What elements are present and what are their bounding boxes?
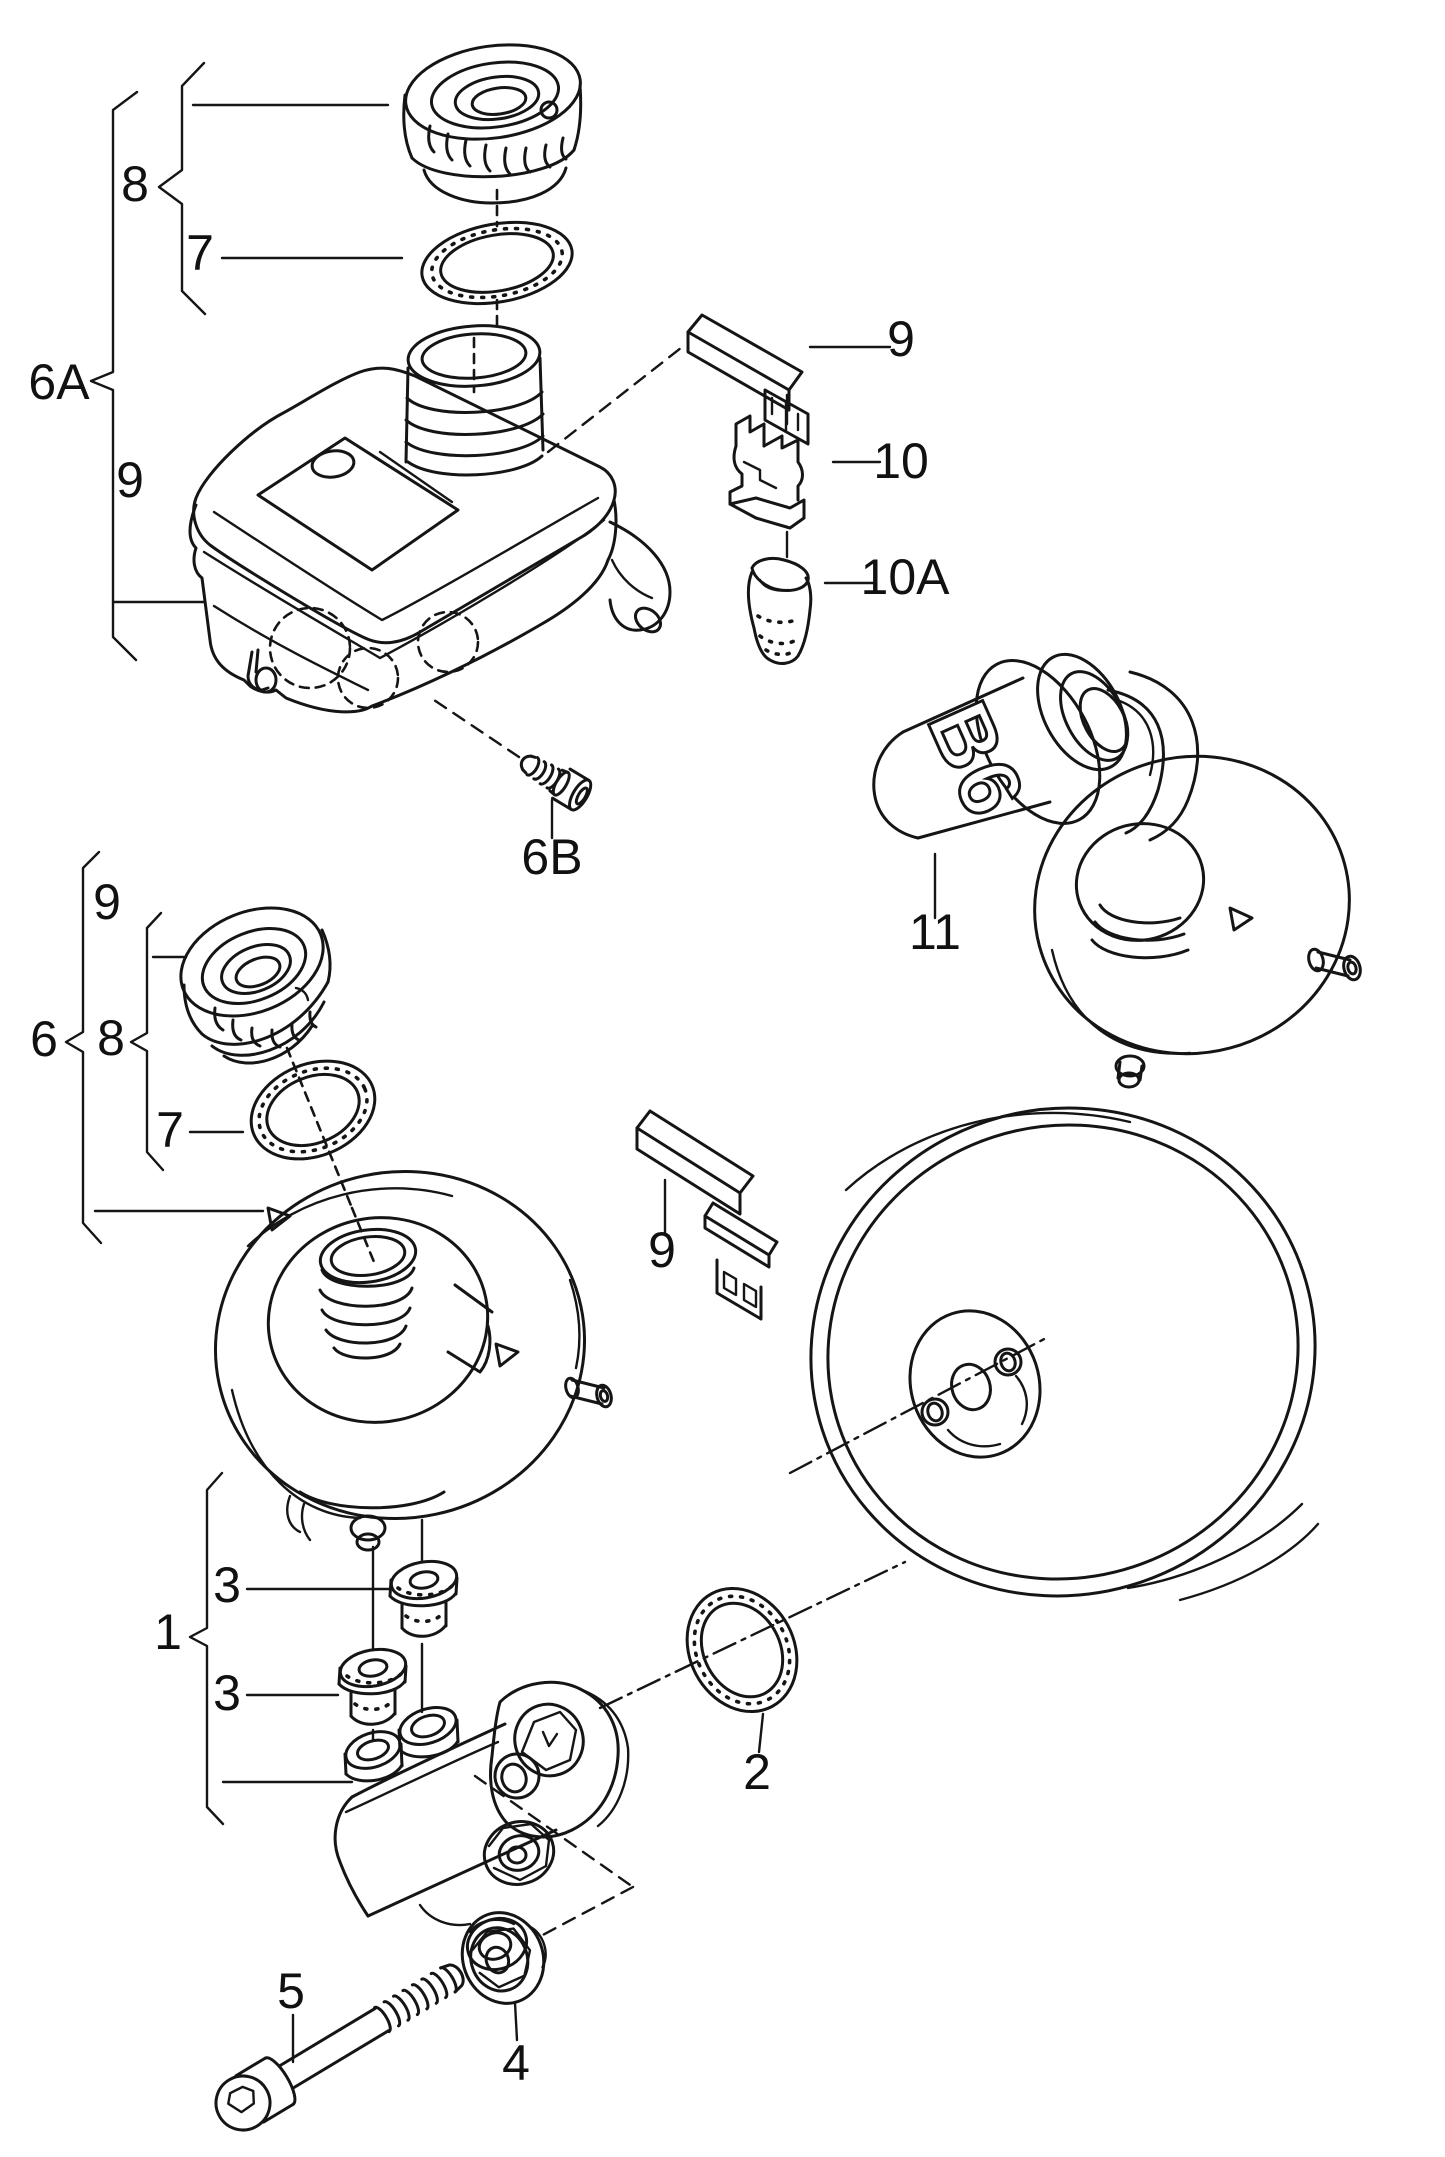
reservoir-cap-mid: [179, 906, 332, 1065]
callout-7-top[interactable]: 7: [186, 225, 214, 281]
callout-8-mid[interactable]: 8: [97, 1010, 125, 1066]
level-sensor-mid: [635, 1109, 779, 1321]
level-sensor-group: [546, 313, 892, 665]
callout-6b[interactable]: 6B: [521, 829, 582, 885]
callout-3-lower[interactable]: 3: [213, 1665, 241, 1721]
o-ring-seal-2: [685, 1586, 799, 1754]
callout-9-sensor[interactable]: 9: [887, 311, 915, 367]
brake-booster-disc: [788, 1106, 1320, 1602]
mounting-bolt-5: [214, 1963, 465, 2132]
reservoir-cap-top: [402, 43, 583, 205]
callout-6a[interactable]: 6A: [28, 354, 90, 410]
callout-7-mid[interactable]: 7: [156, 1102, 184, 1158]
callout-leaders-top-left: [89, 61, 404, 662]
master-cylinder: [333, 1560, 907, 1972]
callout-leaders-mid-left: [64, 850, 265, 1245]
callout-11[interactable]: 11: [909, 904, 961, 960]
callout-5[interactable]: 5: [277, 1963, 305, 2019]
callout-9-mid[interactable]: 9: [648, 1222, 676, 1278]
callout-9-mid-left[interactable]: 9: [93, 874, 121, 930]
callout-8-top[interactable]: 8: [121, 156, 149, 212]
grommet-upper: [388, 1559, 459, 1638]
bracket-1-leaders: [188, 1471, 392, 1826]
callout-3-upper[interactable]: 3: [213, 1557, 241, 1613]
callout-9-tank[interactable]: 9: [116, 452, 144, 508]
brake-fluid-reservoir: [188, 324, 672, 714]
callout-10[interactable]: 10: [873, 433, 929, 489]
callouts: 8 7 6A 9 9 10 10A 6B 11 9 6 8 7 9 1 3 3 …: [28, 156, 961, 2091]
cap-seal-top: [420, 188, 574, 394]
brake-fluid-bottle-group: B6: [872, 652, 1362, 1089]
red-marker-dot[interactable]: [154, 1660, 214, 1720]
callout-10a[interactable]: 10A: [861, 549, 951, 605]
alignment-lines: [371, 1518, 424, 1742]
callout-4[interactable]: 4: [502, 2035, 530, 2091]
callout-6[interactable]: 6: [30, 1011, 58, 1067]
callout-2[interactable]: 2: [743, 1744, 771, 1800]
callout-1[interactable]: 1: [154, 1604, 182, 1660]
reservoir-screw-6b: [432, 698, 593, 840]
brake-servo: [214, 1169, 613, 1552]
flange-nut-4: [460, 1911, 547, 2042]
grommet-lower: [337, 1647, 408, 1726]
